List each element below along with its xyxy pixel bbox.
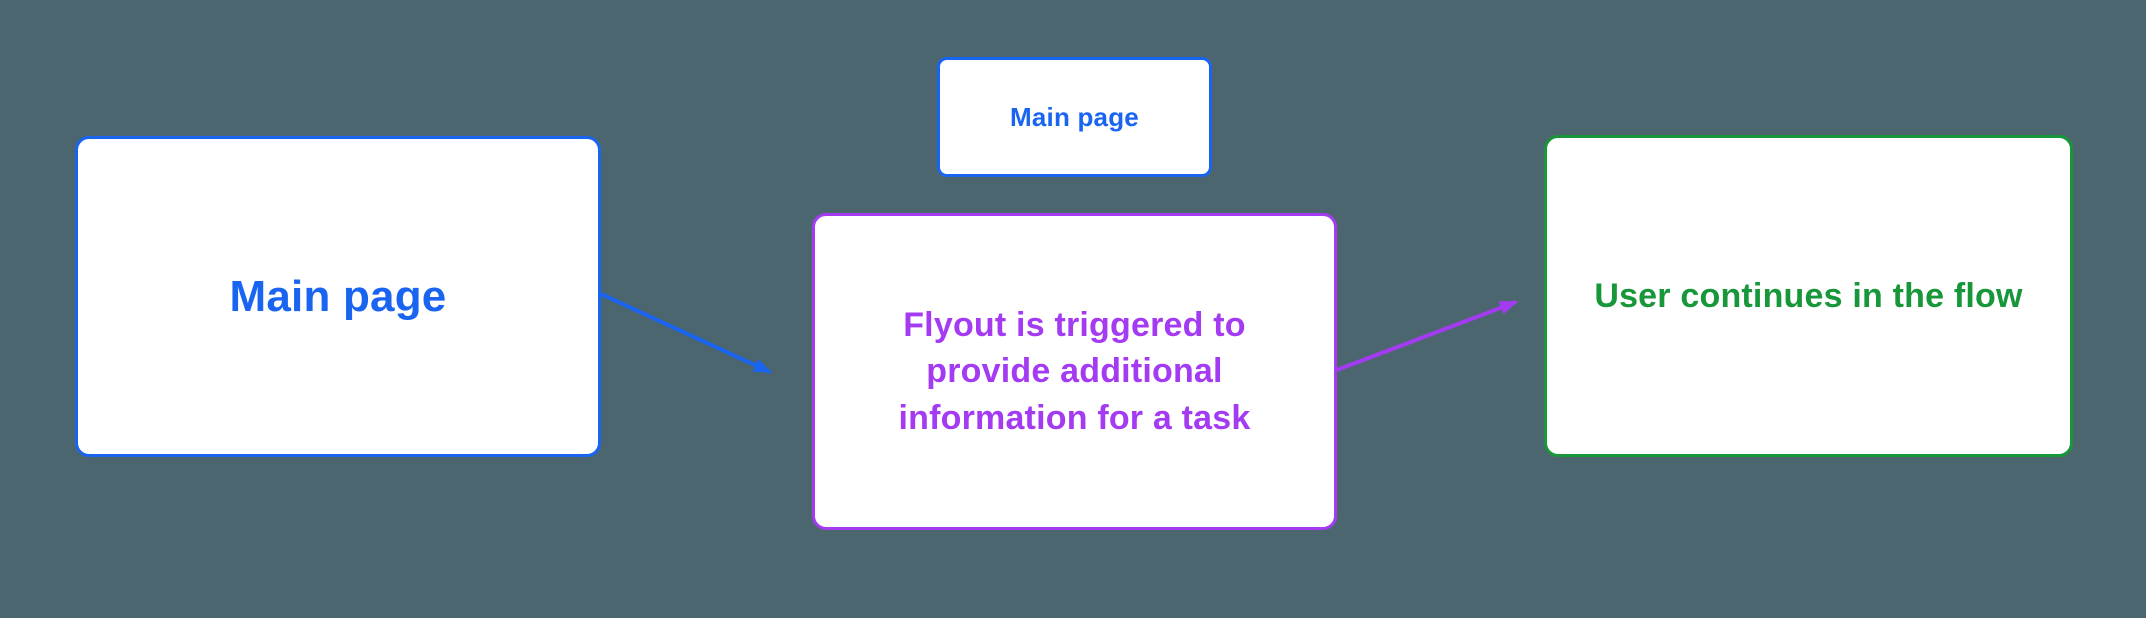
node-user-continues-label: User continues in the flow: [1594, 276, 2023, 315]
node-flyout-triggered-label: Flyout is triggered to provide additiona…: [898, 306, 1251, 437]
node-main-page-large-label: Main page: [229, 271, 447, 321]
node-main-page-small-label: Main page: [1010, 101, 1139, 132]
node-flyout-triggered: Flyout is triggered to provide additiona…: [812, 213, 1337, 530]
node-user-continues: User continues in the flow: [1544, 135, 2073, 457]
node-main-page-small: Main page: [937, 57, 1212, 177]
arrow-flyout-to-continue: [1336, 300, 1518, 372]
arrow-main-to-flyout: [600, 292, 772, 374]
node-main-page-large: Main page: [75, 136, 601, 457]
